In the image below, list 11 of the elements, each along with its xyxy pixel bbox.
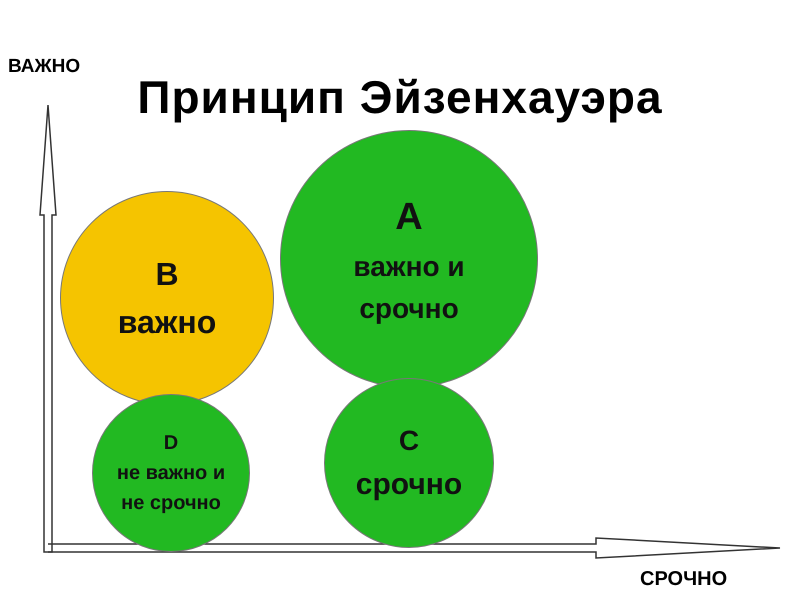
circle-label: важно и срочно: [352, 250, 466, 326]
axis-label: СРОЧНО: [640, 568, 728, 591]
circle-label: срочно: [354, 466, 464, 502]
circle-letter: B: [154, 255, 180, 294]
circle-letter: A: [394, 194, 424, 240]
circle-letter: C: [398, 424, 420, 458]
axis-label: ВАЖНО: [8, 56, 80, 78]
circle-label: не важно и не срочно: [116, 461, 226, 516]
circle-letter: D: [162, 431, 180, 456]
title: Принцип Эйзенхауэра: [136, 70, 664, 124]
circle-label: важно: [116, 303, 218, 342]
